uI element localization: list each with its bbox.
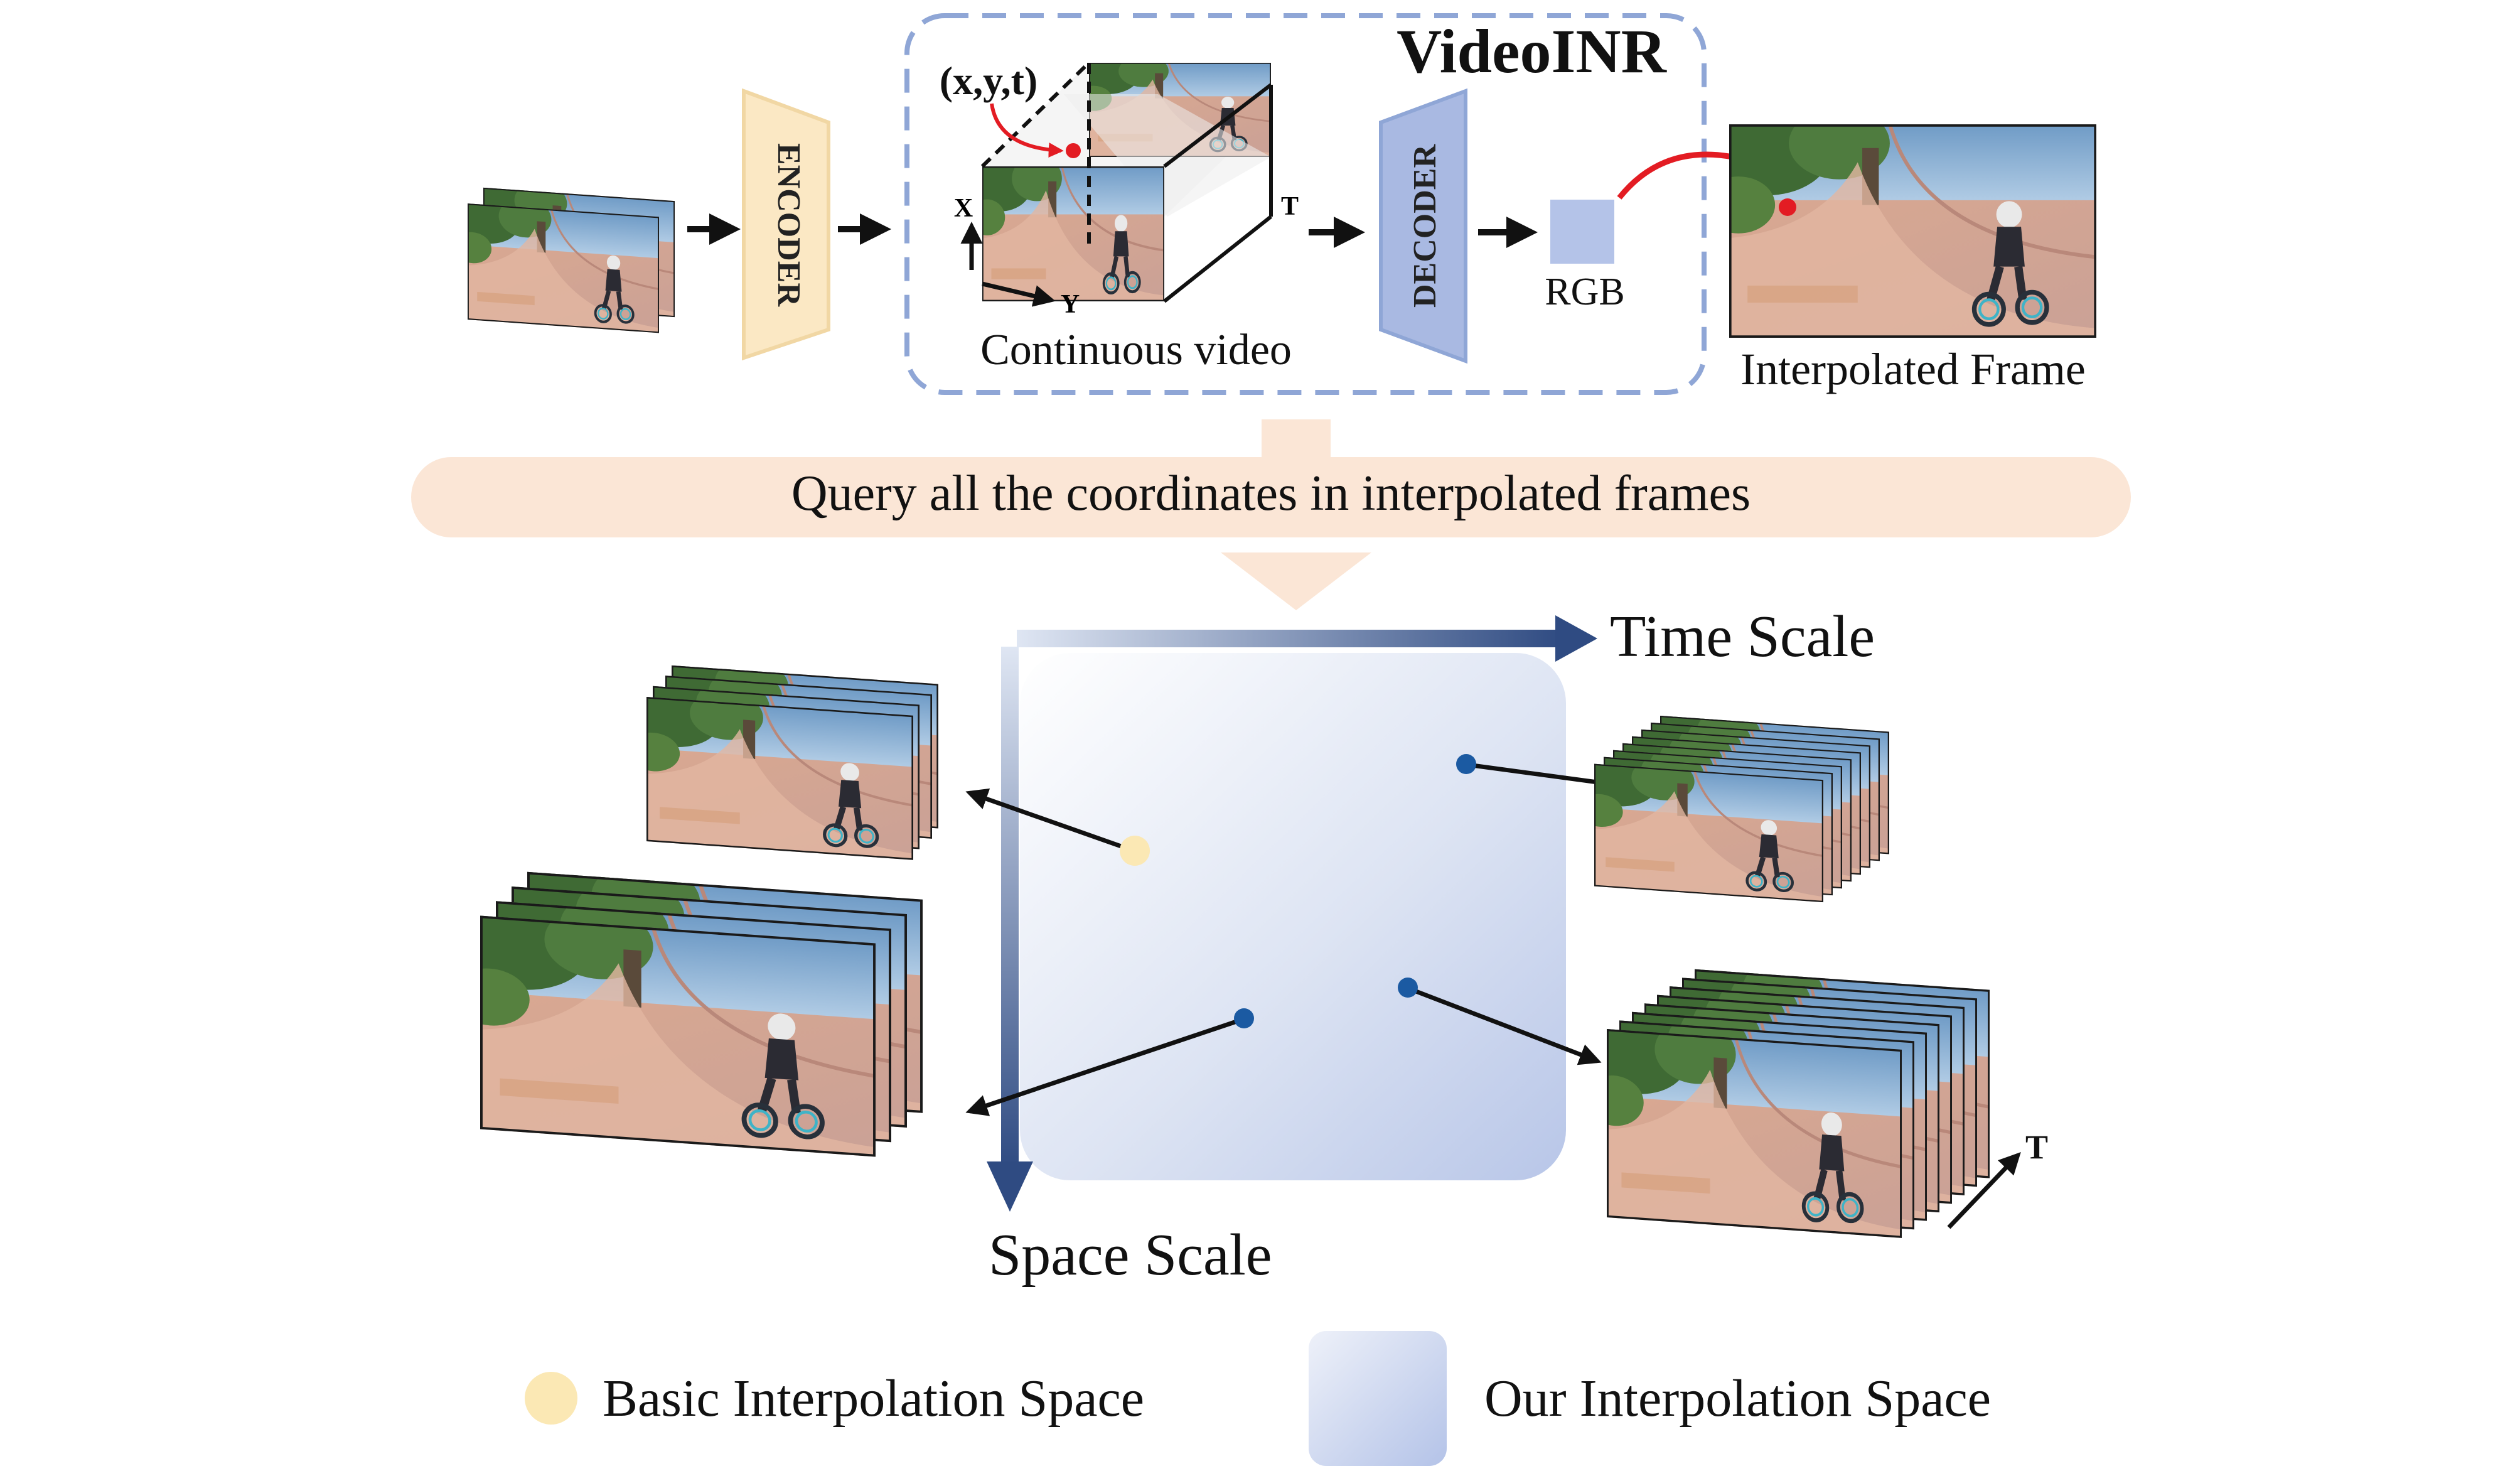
time-scale-arrowhead: [1555, 615, 1597, 662]
input-frames: [453, 177, 675, 333]
continuous-video-cube: [968, 61, 1273, 303]
point-space-scale: [1234, 1008, 1254, 1028]
connector-space-scale: [965, 1016, 1245, 1116]
axis-t-label: T: [1281, 192, 1299, 221]
query-arrow: [990, 103, 1064, 158]
banner-down-arrow-top: [1262, 419, 1331, 461]
rgb-square: [1550, 200, 1614, 264]
query-banner-text: Query all the coordinates in interpolate…: [791, 466, 1751, 521]
interpolated-frame: [1702, 107, 2096, 338]
decoder-block: DECODER: [1379, 88, 1467, 364]
interpolation-space-square: [1020, 653, 1566, 1180]
t-axis-label: T: [2025, 1128, 2048, 1166]
videoinr-box: [904, 13, 1707, 395]
legend-basic-swatch: [525, 1372, 577, 1425]
point-time-scale: [1456, 754, 1476, 774]
axis-y-label: Y: [1061, 290, 1080, 319]
cube-front-frame: [968, 156, 1164, 301]
time-scale-bar: [1017, 630, 1563, 647]
connector-space-time: [1407, 986, 1602, 1065]
stack-space-scale: [451, 853, 923, 1156]
space-scale-arrowhead: [987, 1161, 1033, 1212]
videoinr-title: VideoINR: [1397, 16, 1667, 86]
interpolated-point: [1779, 198, 1796, 216]
interpolated-frame-caption: Interpolated Frame: [1740, 344, 2086, 394]
stack-time-scale: [1577, 704, 1889, 902]
continuous-video-caption: Continuous video: [980, 326, 1292, 374]
rgb-label: RGB: [1545, 271, 1624, 313]
time-scale-label: Time Scale: [1610, 604, 1875, 669]
connector-basic: [965, 788, 1126, 850]
encoder-label: ENCODER: [771, 143, 807, 307]
banner-down-arrow: [1221, 552, 1371, 610]
axis-y-arrow: [982, 281, 1056, 307]
decoder-label: DECODER: [1407, 144, 1443, 308]
space-scale-bar: [1001, 647, 1019, 1168]
legend-ours-label: Our Interpolation Space: [1484, 1369, 1991, 1428]
stack-space-time: [1585, 952, 1990, 1238]
basic-point: [1120, 836, 1150, 866]
query-point: [1066, 143, 1081, 158]
stack-basic: [626, 652, 938, 860]
legend-basic-label: Basic Interpolation Space: [603, 1369, 1144, 1428]
encoder-block: ENCODER: [742, 88, 830, 361]
query-banner: [411, 457, 2131, 537]
coord-label: (x,y,t): [940, 58, 1037, 103]
space-scale-label: Space Scale: [989, 1222, 1272, 1288]
axis-x-label: X: [954, 194, 973, 223]
point-space-time: [1398, 978, 1418, 998]
legend-ours-swatch: [1309, 1331, 1447, 1466]
t-axis-arrow: [1947, 1151, 2021, 1229]
